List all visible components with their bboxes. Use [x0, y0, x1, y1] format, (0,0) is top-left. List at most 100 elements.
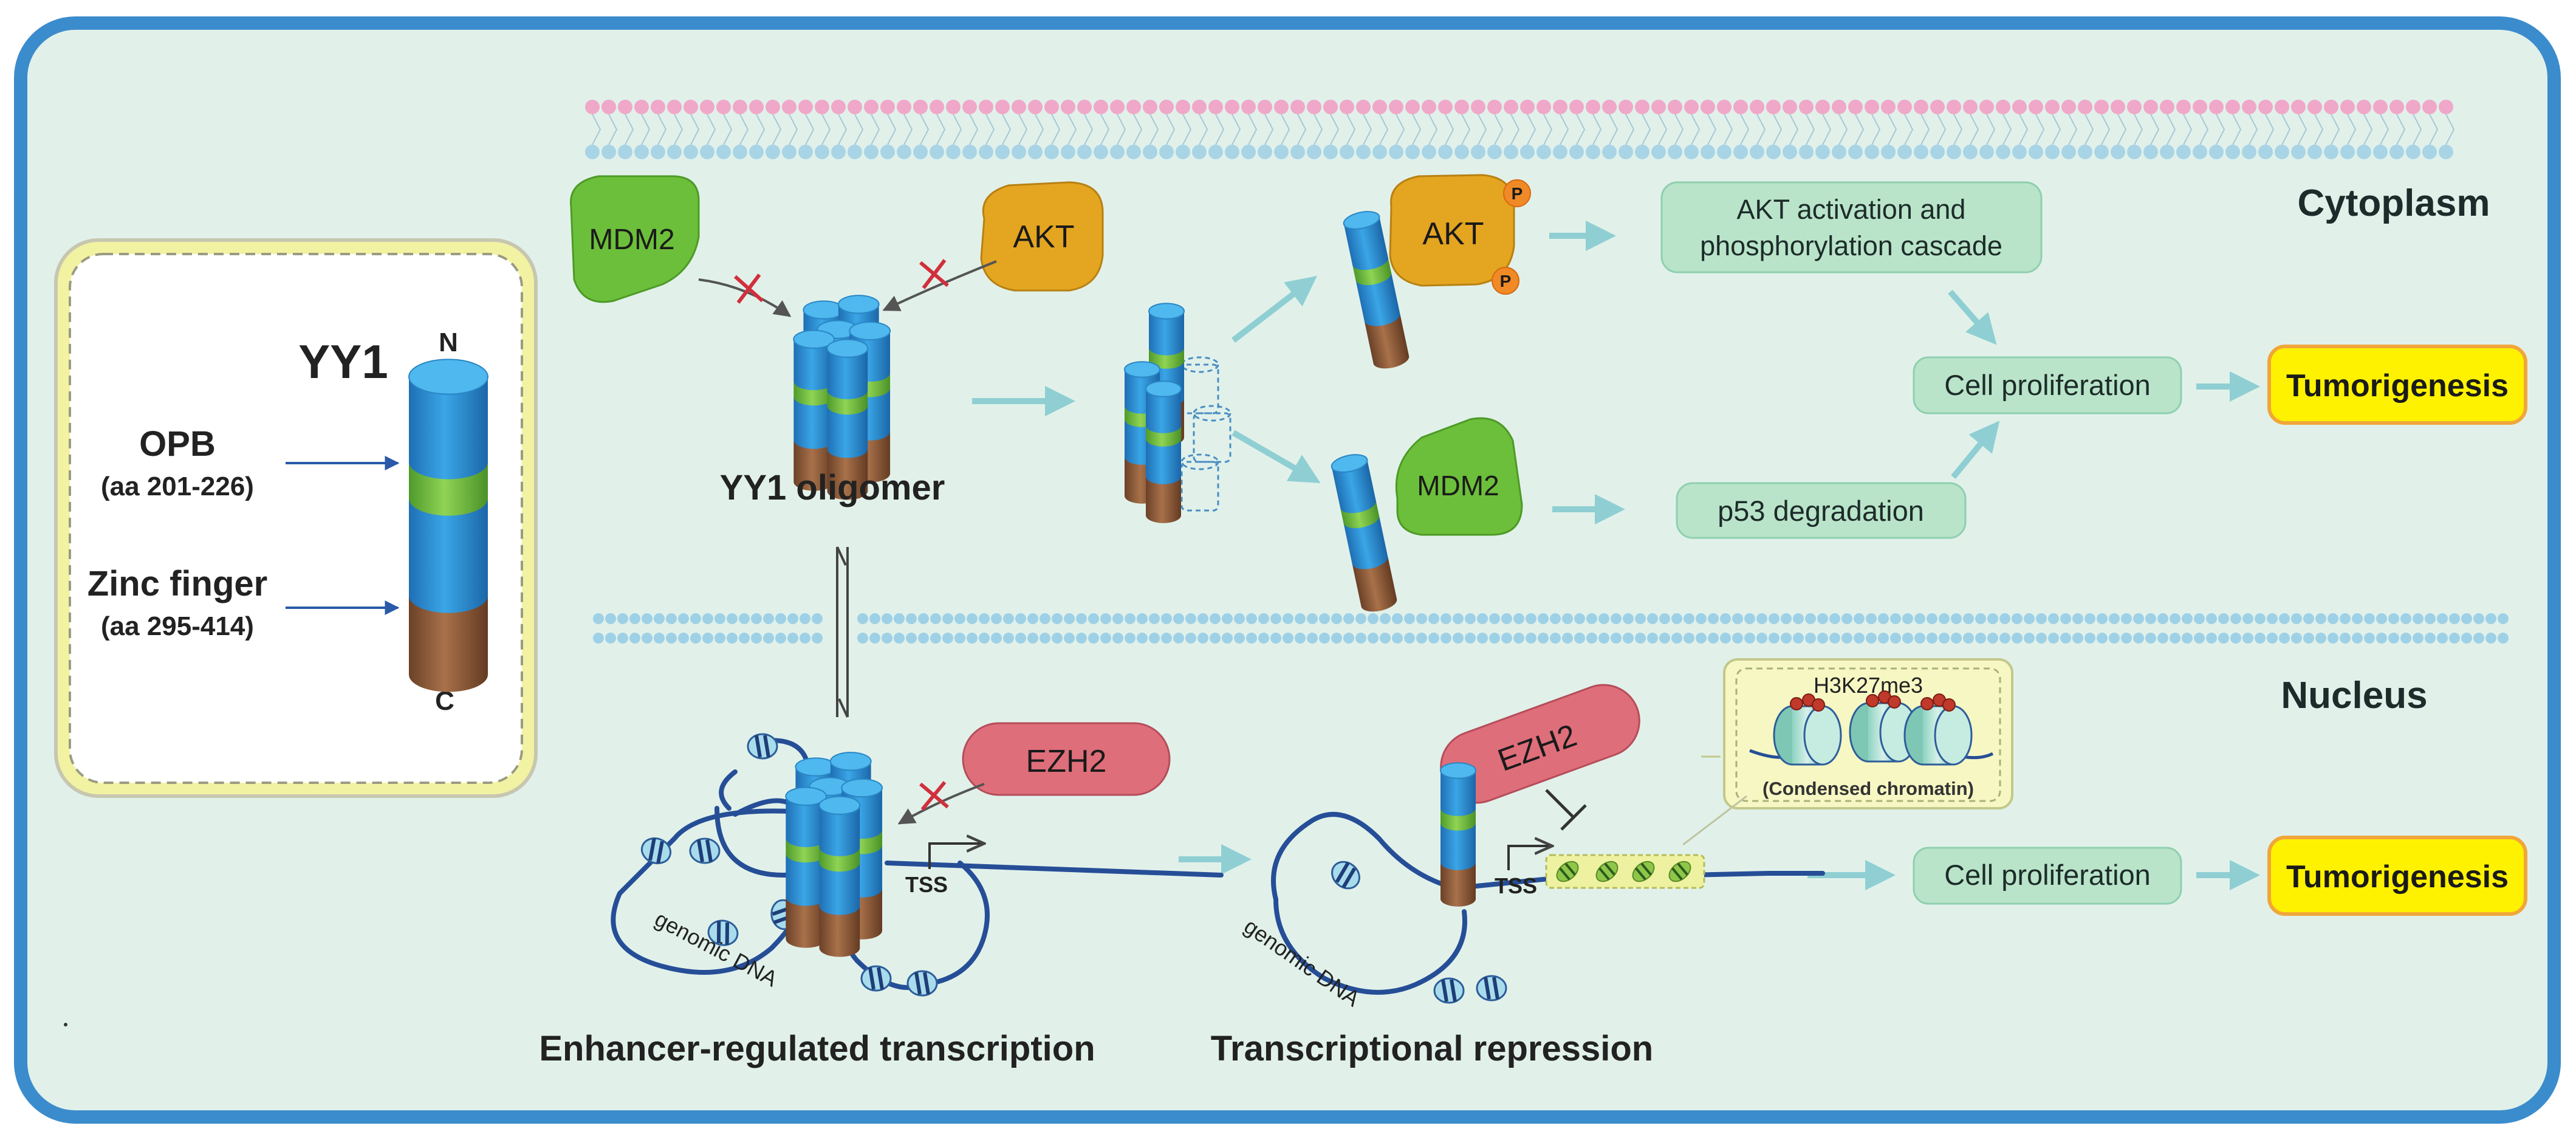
- chromatin-nucleosome: [1773, 693, 1842, 766]
- nuclear-membrane: [593, 613, 2509, 644]
- enhancer-regulated-label: Enhancer-regulated transcription: [539, 1029, 1095, 1068]
- yy1-domain-cylinder: [408, 359, 488, 692]
- methyl-mark: [1790, 697, 1803, 710]
- flow-arrow: [1951, 421, 2000, 479]
- yy1-domain-panel: YY1 N C OPB (aa 201-226) Zinc finger (aa…: [54, 238, 538, 798]
- yy1-subunit: [826, 339, 869, 500]
- mdm2-bound: [1395, 417, 1523, 536]
- flow-arrows: [972, 221, 2260, 890]
- repression-inhibit-line: [1545, 789, 1575, 819]
- silenced-region: [1545, 854, 1705, 889]
- yy1-subunit: [818, 796, 861, 957]
- phospho-icon: [1492, 267, 1519, 295]
- nucleosome-bead: [906, 970, 938, 997]
- nucleosome-bead: [1476, 975, 1507, 1002]
- p53-degradation-box: p53 degradation: [1676, 482, 1967, 539]
- yy1-mdm2-complex: MDM2: [1331, 417, 1523, 612]
- ezh2-block-cross: [919, 781, 949, 811]
- n-terminus-label: N: [439, 328, 458, 357]
- nucleosome-bead: [707, 919, 739, 946]
- akt-blocked-arrow: [882, 260, 997, 311]
- yy1-subunit: [1145, 380, 1182, 523]
- tss-label-right: TSS: [1495, 873, 1537, 898]
- condensed-nucleosome: [1595, 861, 1619, 882]
- nucleosome-bead: [1433, 977, 1465, 1004]
- opb-label: OPB: [139, 424, 216, 464]
- yy1-monomer-nuclear: [1440, 762, 1476, 907]
- condensed-nucleosome: [1556, 861, 1579, 882]
- methyl-mark: [1866, 694, 1879, 707]
- akt-bound: [1389, 174, 1515, 287]
- h3k27me3-label: H3K27me3: [1814, 673, 1923, 698]
- cell-proliferation-box-top: Cell proliferation: [1913, 356, 2182, 414]
- yy1-subunit: [1331, 454, 1397, 612]
- tss-label-left: TSS: [905, 872, 948, 897]
- cell-proliferation-text-top: Cell proliferation: [1944, 369, 2151, 401]
- yy1-oligomer-nuclear: [785, 752, 883, 957]
- yy1-subunit: [785, 786, 827, 948]
- yy1-oligomer-top: [793, 295, 891, 500]
- akt-label: AKT: [1013, 219, 1074, 255]
- ezh2-blocked-arrow: [897, 783, 985, 825]
- dissociating-oligomer: [1124, 303, 1231, 523]
- nucleus-label: Nucleus: [2281, 675, 2427, 717]
- condensed-chromatin-inset: H3K27me3 (Condensed chromatin): [1682, 658, 2013, 846]
- genomic-dna-loop-left: [611, 733, 1224, 997]
- nucleosome-bead: [640, 837, 672, 865]
- tumorigenesis-text-bottom: Tumorigenesis: [2286, 859, 2509, 895]
- nucleosome-bead: [689, 837, 721, 864]
- akt-block-cross: [919, 259, 949, 289]
- flow-arrow: [1948, 289, 1997, 345]
- ezh2-left: EZH2: [962, 722, 1171, 796]
- yy1-monomer-mdm2: [1331, 454, 1397, 612]
- yy1-subunit: [1343, 211, 1410, 369]
- flow-arrow: [1231, 275, 1317, 343]
- chromatin-nucleosome: [1903, 693, 1973, 766]
- yy1-monomer-repression: [1440, 762, 1476, 907]
- akt-activation-line1: AKT activation and: [1737, 194, 1966, 225]
- zinc-finger-label: Zinc finger: [87, 564, 267, 603]
- methyl-mark: [1812, 698, 1825, 712]
- akt-activation-box: AKT activation and phosphorylation casca…: [1660, 181, 2043, 273]
- tss-arrow-left: [928, 844, 984, 869]
- yy1-monomer-akt: [1343, 211, 1410, 369]
- akt-activation-line2: phosphorylation cascade: [1700, 230, 2002, 261]
- cytoplasm-label: Cytoplasm: [2298, 182, 2490, 224]
- tumorigenesis-box-bottom: Tumorigenesis: [2267, 836, 2527, 916]
- flow-arrow: [1231, 430, 1321, 484]
- mdm2-block-cross: [734, 273, 764, 304]
- mdm2-top: MDM2: [570, 175, 700, 303]
- zinc-finger-range: (aa 295-414): [101, 611, 254, 641]
- condensed-nucleosome: [1668, 861, 1691, 882]
- condensed-nucleosome: [1632, 861, 1655, 882]
- nuclear-shuttle-arrows: [836, 546, 849, 718]
- opb-range: (aa 201-226): [101, 472, 254, 501]
- phospho-label: P: [1512, 184, 1523, 203]
- mdm2-label: MDM2: [589, 224, 674, 256]
- stray-dot: [64, 1023, 67, 1026]
- methyl-mark: [1888, 695, 1901, 709]
- tumorigenesis-text-top: Tumorigenesis: [2286, 368, 2509, 404]
- cell-membrane: [585, 100, 2455, 159]
- cell-proliferation-text-bottom: Cell proliferation: [1944, 859, 2151, 891]
- transcriptional-repression-label: Transcriptional repression: [1211, 1029, 1653, 1068]
- yy1-title: YY1: [298, 335, 388, 388]
- nucleosome-bead: [860, 965, 892, 992]
- methyl-mark: [1920, 697, 1934, 710]
- ezh2-label-left: EZH2: [1026, 744, 1107, 779]
- condensed-chromatin-label: (Condensed chromatin): [1762, 778, 1974, 799]
- repression-inhibit-bar: [1560, 804, 1587, 831]
- methyl-mark: [1942, 698, 1956, 712]
- yy1-oligomer-label: YY1 oligomer: [720, 468, 945, 507]
- cell-proliferation-box-bottom: Cell proliferation: [1913, 847, 2182, 905]
- p53-degradation-text: p53 degradation: [1718, 495, 1924, 527]
- mdm2-bound-label: MDM2: [1417, 470, 1499, 501]
- akt-top: AKT: [980, 181, 1104, 292]
- tss-arrow-right: [1507, 846, 1552, 870]
- yy1-subunit: [793, 329, 835, 491]
- tumorigenesis-box-top: Tumorigenesis: [2267, 345, 2527, 425]
- phospho-label: P: [1500, 272, 1512, 290]
